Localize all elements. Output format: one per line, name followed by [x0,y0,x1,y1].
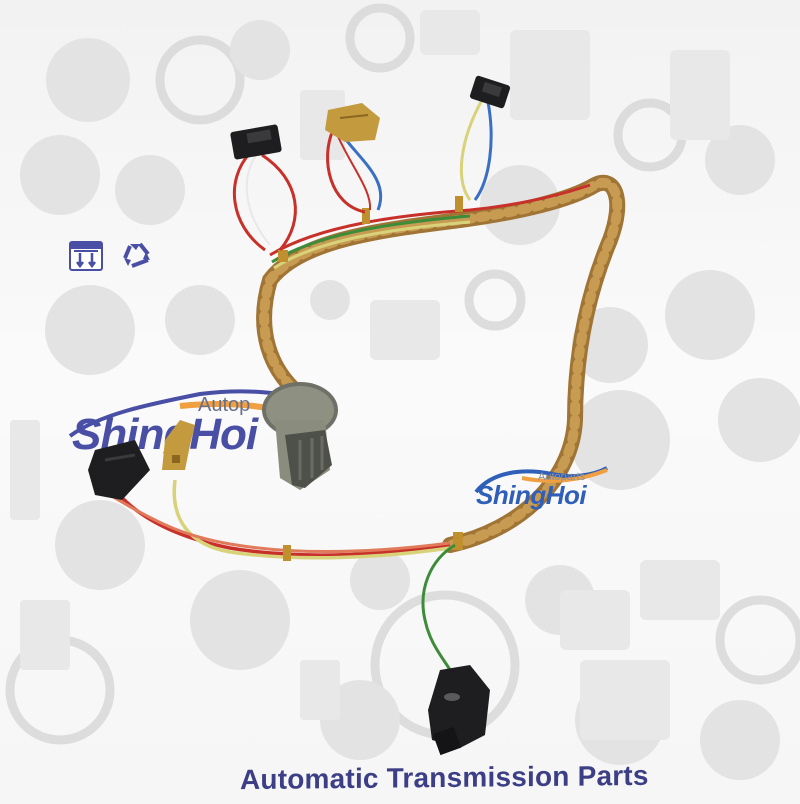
connector-black-top-left [230,124,282,160]
recycle-icon [123,242,150,268]
connector-black-left [88,440,150,500]
sensor-black-bottom [428,665,490,756]
connector-tan-top-center [325,103,380,142]
package-this-way-up-icon [69,241,103,271]
brand-watermark-small: Autoparts ShingHoi [462,462,642,522]
photo-caption: Automatic Transmission Parts [240,759,649,796]
brand-swoosh-icon [474,466,608,494]
connector-round-grey [262,382,338,490]
brand-watermark-small-name: ShingHoi [476,480,587,510]
brand-watermark-small-subtitle: Autoparts [538,471,586,483]
connector-black-top-right [469,75,511,109]
brand-watermark-subtitle: Autop [198,394,251,416]
connector-tan-left [162,420,195,470]
